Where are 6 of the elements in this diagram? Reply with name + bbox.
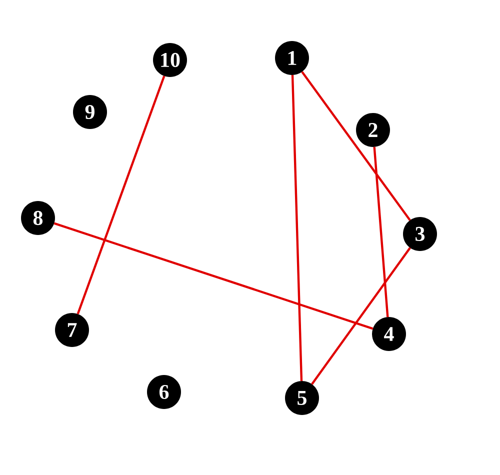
- edge-line: [311, 247, 411, 385]
- edge-line: [373, 146, 389, 318]
- edge-line: [54, 222, 374, 330]
- edge-line: [76, 76, 166, 314]
- edge-line: [301, 71, 411, 221]
- edge-line: [291, 74, 303, 382]
